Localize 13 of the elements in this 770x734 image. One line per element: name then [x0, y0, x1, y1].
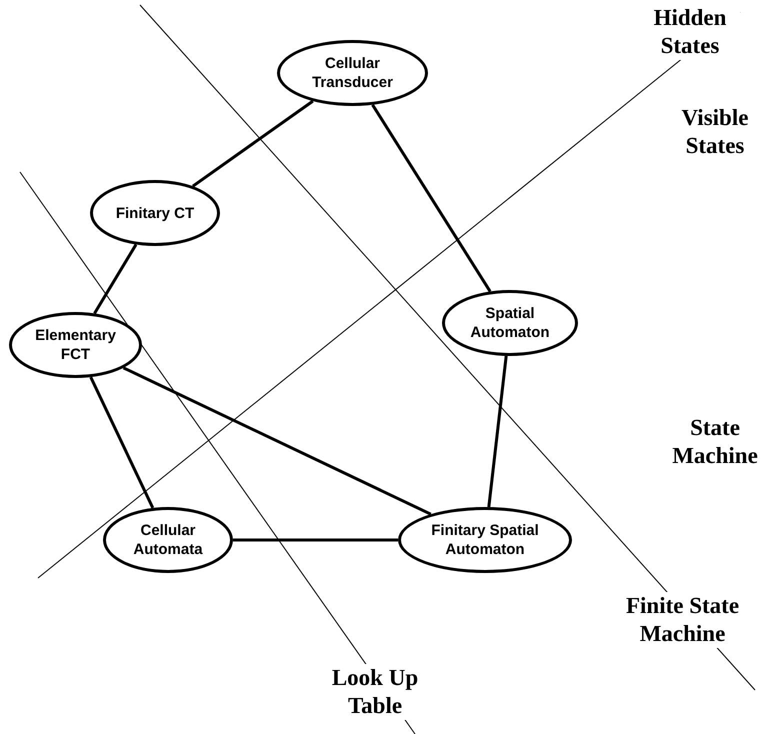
node-label: Cellular Automata [132, 521, 204, 559]
node-label: Spatial Automaton [469, 304, 551, 342]
node-label: Cellular Transducer [311, 54, 394, 92]
connector-line [487, 356, 508, 508]
connector-line [192, 100, 314, 188]
node-label: Elementary FCT [34, 326, 117, 364]
connector-line [233, 538, 398, 542]
connector-line [93, 244, 138, 314]
connector-line [122, 366, 432, 516]
connector-line [371, 104, 492, 292]
node-label: Finitary CT [116, 204, 194, 222]
node-label: Finitary Spatial Automaton [430, 521, 540, 559]
connector-line [89, 376, 154, 509]
